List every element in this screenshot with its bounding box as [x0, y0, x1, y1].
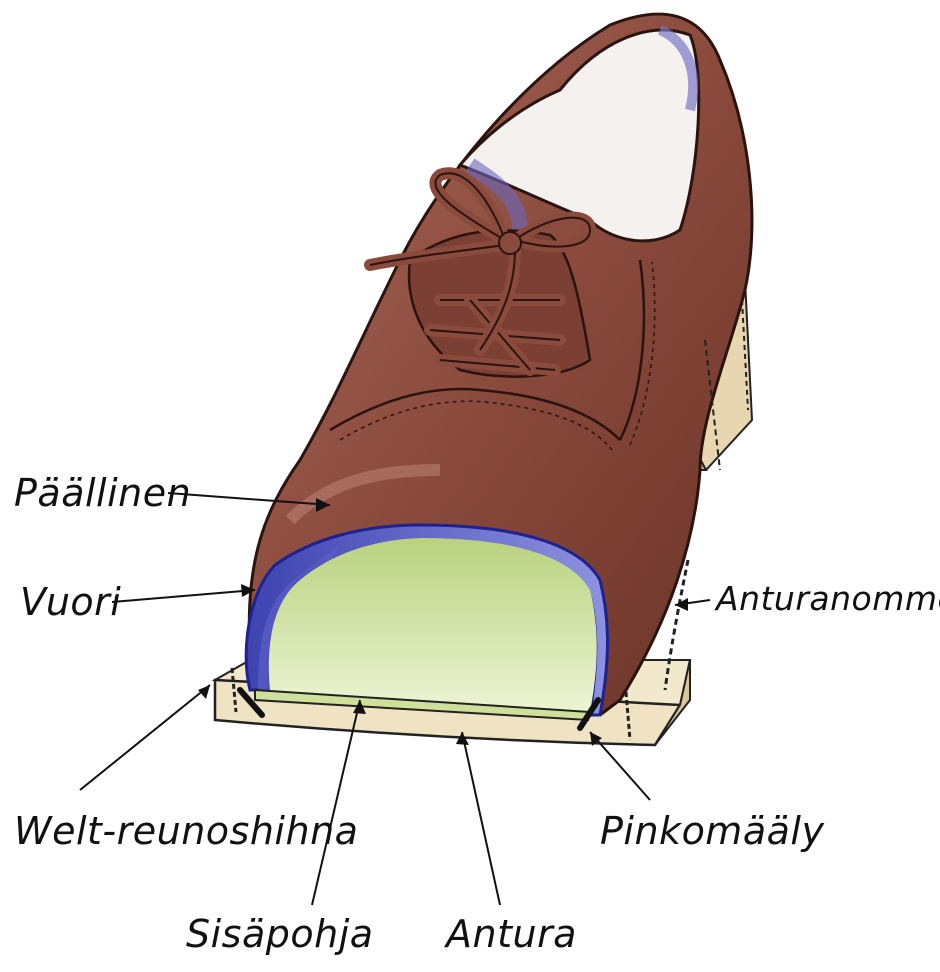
label-outsole: Antura	[446, 915, 577, 953]
leader-outsole	[462, 732, 500, 905]
label-insole: Sisäpohja	[186, 915, 374, 953]
leader-lining	[112, 590, 255, 602]
label-welt: Welt-reunoshihna	[14, 812, 358, 850]
label-sole-stitch: Anturanommel	[716, 582, 940, 615]
label-toe-puff: Pinkomääly	[600, 812, 824, 850]
label-lining: Vuori	[20, 583, 121, 621]
leader-welt	[80, 685, 210, 790]
label-upper: Päällinen	[14, 474, 191, 512]
